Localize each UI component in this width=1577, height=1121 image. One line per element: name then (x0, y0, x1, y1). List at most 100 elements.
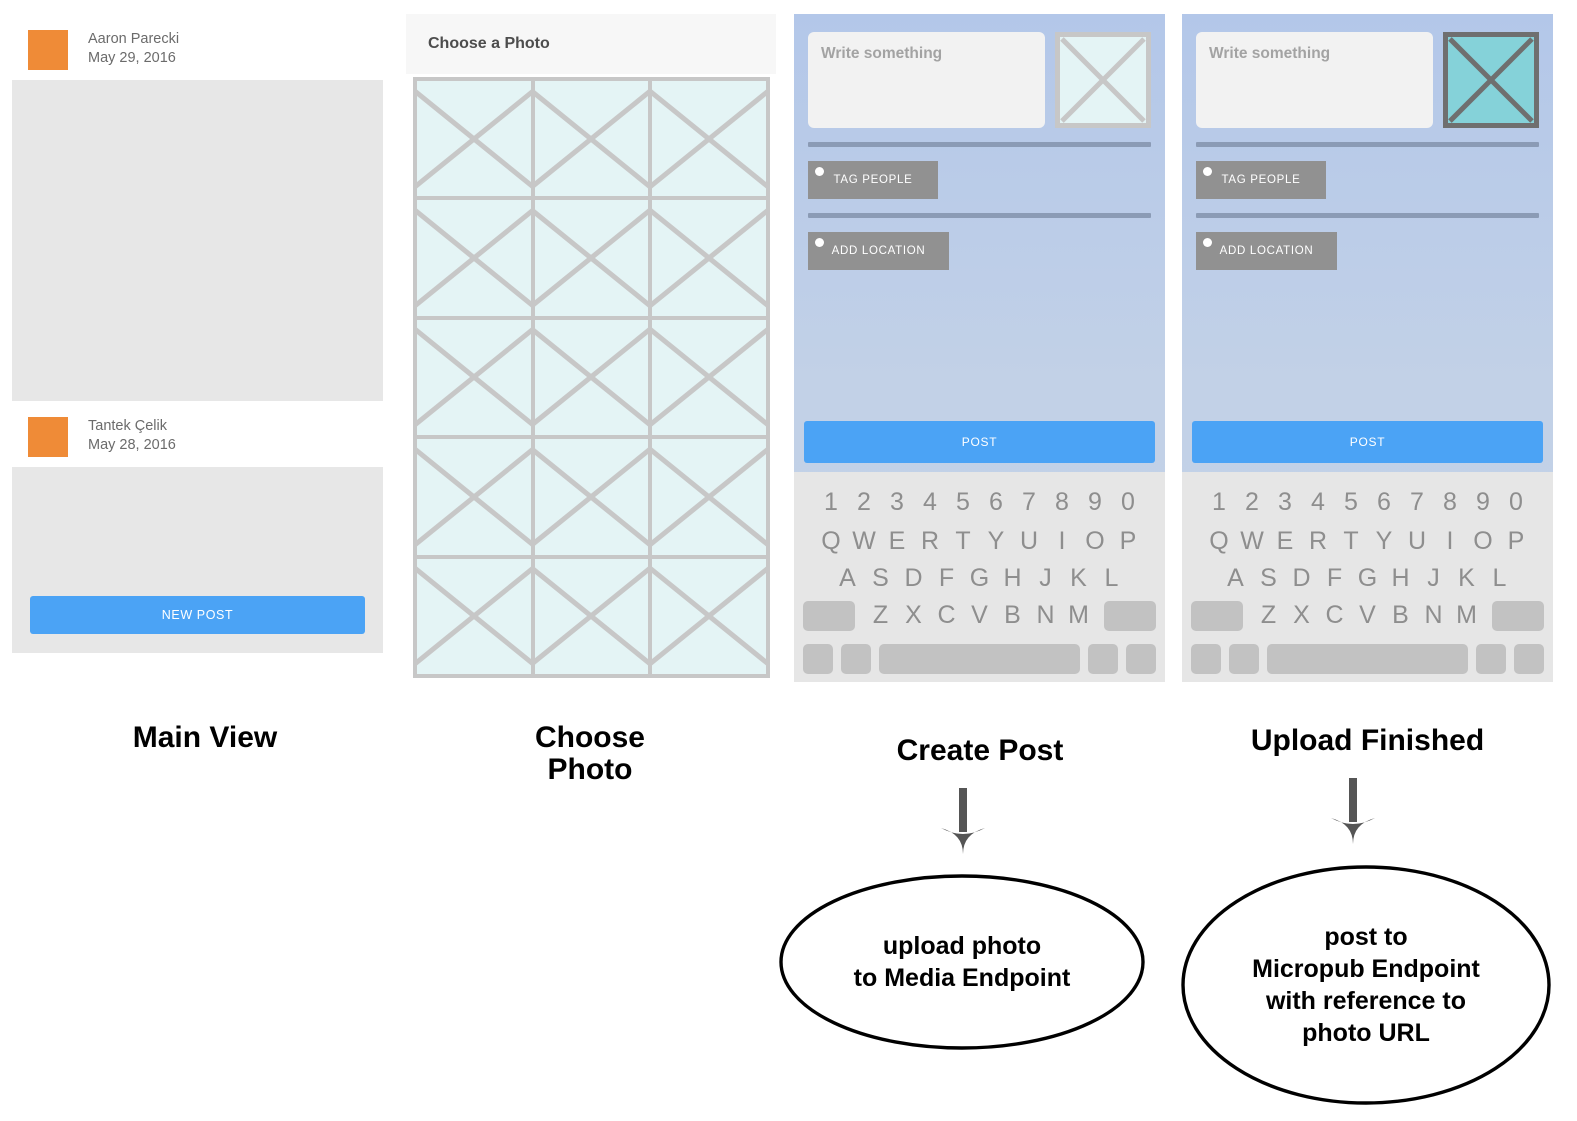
keyboard-key-d[interactable]: D (904, 564, 923, 592)
keyboard-key-q[interactable]: Q (1209, 527, 1229, 555)
keyboard-key-5[interactable]: 5 (956, 488, 970, 516)
keyboard-key-v[interactable]: V (971, 601, 988, 629)
keyboard-key-w[interactable]: W (1240, 527, 1264, 555)
keyboard-key-3[interactable]: 3 (890, 488, 904, 516)
photo-thumbnail-placeholder-icon[interactable] (1055, 32, 1151, 128)
keyboard-key-z[interactable]: Z (872, 601, 889, 629)
keyboard-key-6[interactable]: 6 (989, 488, 1003, 516)
keyboard-key-0[interactable]: 0 (1121, 488, 1135, 516)
keyboard-key-c[interactable]: C (1325, 601, 1344, 629)
keyboard-key-4[interactable]: 4 (1311, 488, 1325, 516)
keyboard-key-w[interactable]: W (852, 527, 876, 555)
keyboard-key-f[interactable]: F (938, 564, 955, 592)
keyboard-key-n[interactable]: N (1424, 601, 1443, 629)
photo-grid-cell[interactable] (652, 558, 766, 674)
keyboard-key-q[interactable]: Q (821, 527, 841, 555)
keyboard-return-key[interactable] (1126, 644, 1156, 674)
keyboard-backspace-key[interactable] (1104, 600, 1156, 631)
compose-textarea[interactable]: Write something (1196, 32, 1433, 128)
keyboard-key-d[interactable]: D (1292, 564, 1311, 592)
keyboard-key-y[interactable]: Y (987, 527, 1005, 555)
keyboard-key-k[interactable]: K (1070, 564, 1087, 592)
keyboard-numeric-toggle-key[interactable] (1191, 644, 1221, 674)
keyboard-key-e[interactable]: E (888, 527, 906, 555)
keyboard-key-n[interactable]: N (1036, 601, 1055, 629)
keyboard-key-5[interactable]: 5 (1344, 488, 1358, 516)
photo-grid-cell[interactable] (534, 81, 649, 197)
add-location-button[interactable]: ADD LOCATION (808, 232, 949, 270)
keyboard-key-4[interactable]: 4 (923, 488, 937, 516)
keyboard-key-2[interactable]: 2 (857, 488, 871, 516)
keyboard-key-v[interactable]: V (1359, 601, 1376, 629)
photo-grid-cell[interactable] (652, 319, 766, 436)
keyboard-key-p[interactable]: P (1119, 527, 1137, 555)
tag-people-button[interactable]: TAG PEOPLE (1196, 161, 1326, 199)
keyboard-key-6[interactable]: 6 (1377, 488, 1391, 516)
photo-grid-cell[interactable] (417, 319, 531, 436)
keyboard-key-g[interactable]: G (1357, 564, 1378, 592)
keyboard-key-s[interactable]: S (1260, 564, 1277, 592)
post-photo-placeholder[interactable]: NEW POST (12, 467, 383, 653)
keyboard-key-9[interactable]: 9 (1088, 488, 1102, 516)
photo-grid-cell[interactable] (534, 558, 649, 674)
add-location-button[interactable]: ADD LOCATION (1196, 232, 1337, 270)
keyboard-key-2[interactable]: 2 (1245, 488, 1259, 516)
keyboard-key-t[interactable]: T (1343, 527, 1359, 555)
keyboard-key-u[interactable]: U (1019, 527, 1039, 555)
tag-people-button[interactable]: TAG PEOPLE (808, 161, 938, 199)
post-button[interactable]: POST (1192, 421, 1543, 463)
photo-grid-cell[interactable] (417, 439, 531, 555)
keyboard-key-h[interactable]: H (1391, 564, 1410, 592)
keyboard-backspace-key[interactable] (1492, 600, 1544, 631)
keyboard-key-t[interactable]: T (955, 527, 971, 555)
keyboard-key-1[interactable]: 1 (824, 488, 838, 516)
keyboard-key-m[interactable]: M (1068, 601, 1089, 629)
keyboard-key-8[interactable]: 8 (1055, 488, 1069, 516)
keyboard-key-9[interactable]: 9 (1476, 488, 1490, 516)
keyboard-key-c[interactable]: C (937, 601, 956, 629)
keyboard-key-a[interactable]: A (839, 564, 856, 592)
keyboard-emoji-key[interactable] (841, 644, 871, 674)
keyboard-key-k[interactable]: K (1458, 564, 1475, 592)
keyboard-key-m[interactable]: M (1456, 601, 1477, 629)
photo-grid-cell[interactable] (417, 200, 531, 316)
keyboard-emoji-key[interactable] (1229, 644, 1259, 674)
photo-grid-cell[interactable] (652, 200, 766, 316)
keyboard-key-e[interactable]: E (1276, 527, 1294, 555)
keyboard-period-key[interactable] (1088, 644, 1118, 674)
keyboard-key-x[interactable]: X (905, 601, 922, 629)
keyboard-space-key[interactable] (1267, 644, 1468, 674)
keyboard-key-1[interactable]: 1 (1212, 488, 1226, 516)
keyboard-key-7[interactable]: 7 (1410, 488, 1424, 516)
keyboard-key-j[interactable]: J (1039, 564, 1052, 592)
photo-grid-cell[interactable] (534, 319, 649, 436)
photo-grid-cell[interactable] (417, 81, 531, 197)
keyboard-key-r[interactable]: R (920, 527, 940, 555)
keyboard-key-l[interactable]: L (1104, 564, 1119, 592)
post-photo-placeholder[interactable] (12, 80, 383, 401)
keyboard-key-z[interactable]: Z (1260, 601, 1277, 629)
photo-grid-cell[interactable] (534, 439, 649, 555)
photo-thumbnail-uploaded-icon[interactable] (1443, 32, 1539, 128)
keyboard-numeric-toggle-key[interactable] (803, 644, 833, 674)
keyboard-key-i[interactable]: I (1058, 527, 1066, 555)
keyboard-key-h[interactable]: H (1003, 564, 1022, 592)
keyboard-key-r[interactable]: R (1308, 527, 1328, 555)
keyboard-key-y[interactable]: Y (1375, 527, 1393, 555)
keyboard-key-f[interactable]: F (1326, 564, 1343, 592)
keyboard-key-j[interactable]: J (1427, 564, 1440, 592)
keyboard-key-8[interactable]: 8 (1443, 488, 1457, 516)
keyboard-key-a[interactable]: A (1227, 564, 1244, 592)
keyboard-key-g[interactable]: G (969, 564, 990, 592)
keyboard-key-x[interactable]: X (1293, 601, 1310, 629)
keyboard-space-key[interactable] (879, 644, 1080, 674)
keyboard-key-o[interactable]: O (1473, 527, 1493, 555)
photo-grid-cell[interactable] (652, 439, 766, 555)
keyboard-return-key[interactable] (1514, 644, 1544, 674)
keyboard-key-7[interactable]: 7 (1022, 488, 1036, 516)
keyboard-key-p[interactable]: P (1507, 527, 1525, 555)
photo-grid-cell[interactable] (652, 81, 766, 197)
compose-textarea[interactable]: Write something (808, 32, 1045, 128)
post-button[interactable]: POST (804, 421, 1155, 463)
